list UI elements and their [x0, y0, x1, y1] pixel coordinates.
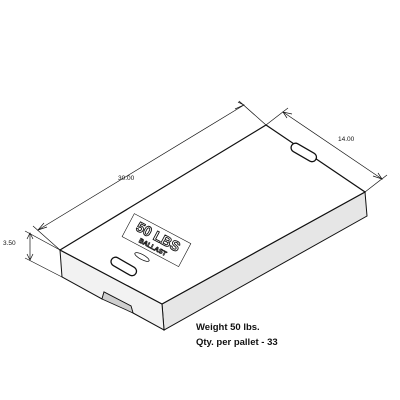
emboss-oval: [134, 252, 150, 262]
dimension-length-label: 30.00: [118, 175, 135, 182]
dimension-width-label: 14.00: [338, 136, 355, 143]
dimension-length: [32, 100, 267, 251]
slot-far: [290, 142, 318, 163]
slot-near: [110, 256, 138, 277]
dimension-width: [265, 107, 388, 193]
emboss-plate: [121, 213, 192, 268]
block-notch: [101, 291, 134, 314]
dimension-height: [24, 230, 63, 278]
dimension-height-label: 3.50: [3, 240, 16, 247]
spec-weight: Weight 50 lbs.: [196, 322, 260, 333]
spec-qty-per-pallet: Qty. per pallet - 33: [196, 337, 278, 348]
